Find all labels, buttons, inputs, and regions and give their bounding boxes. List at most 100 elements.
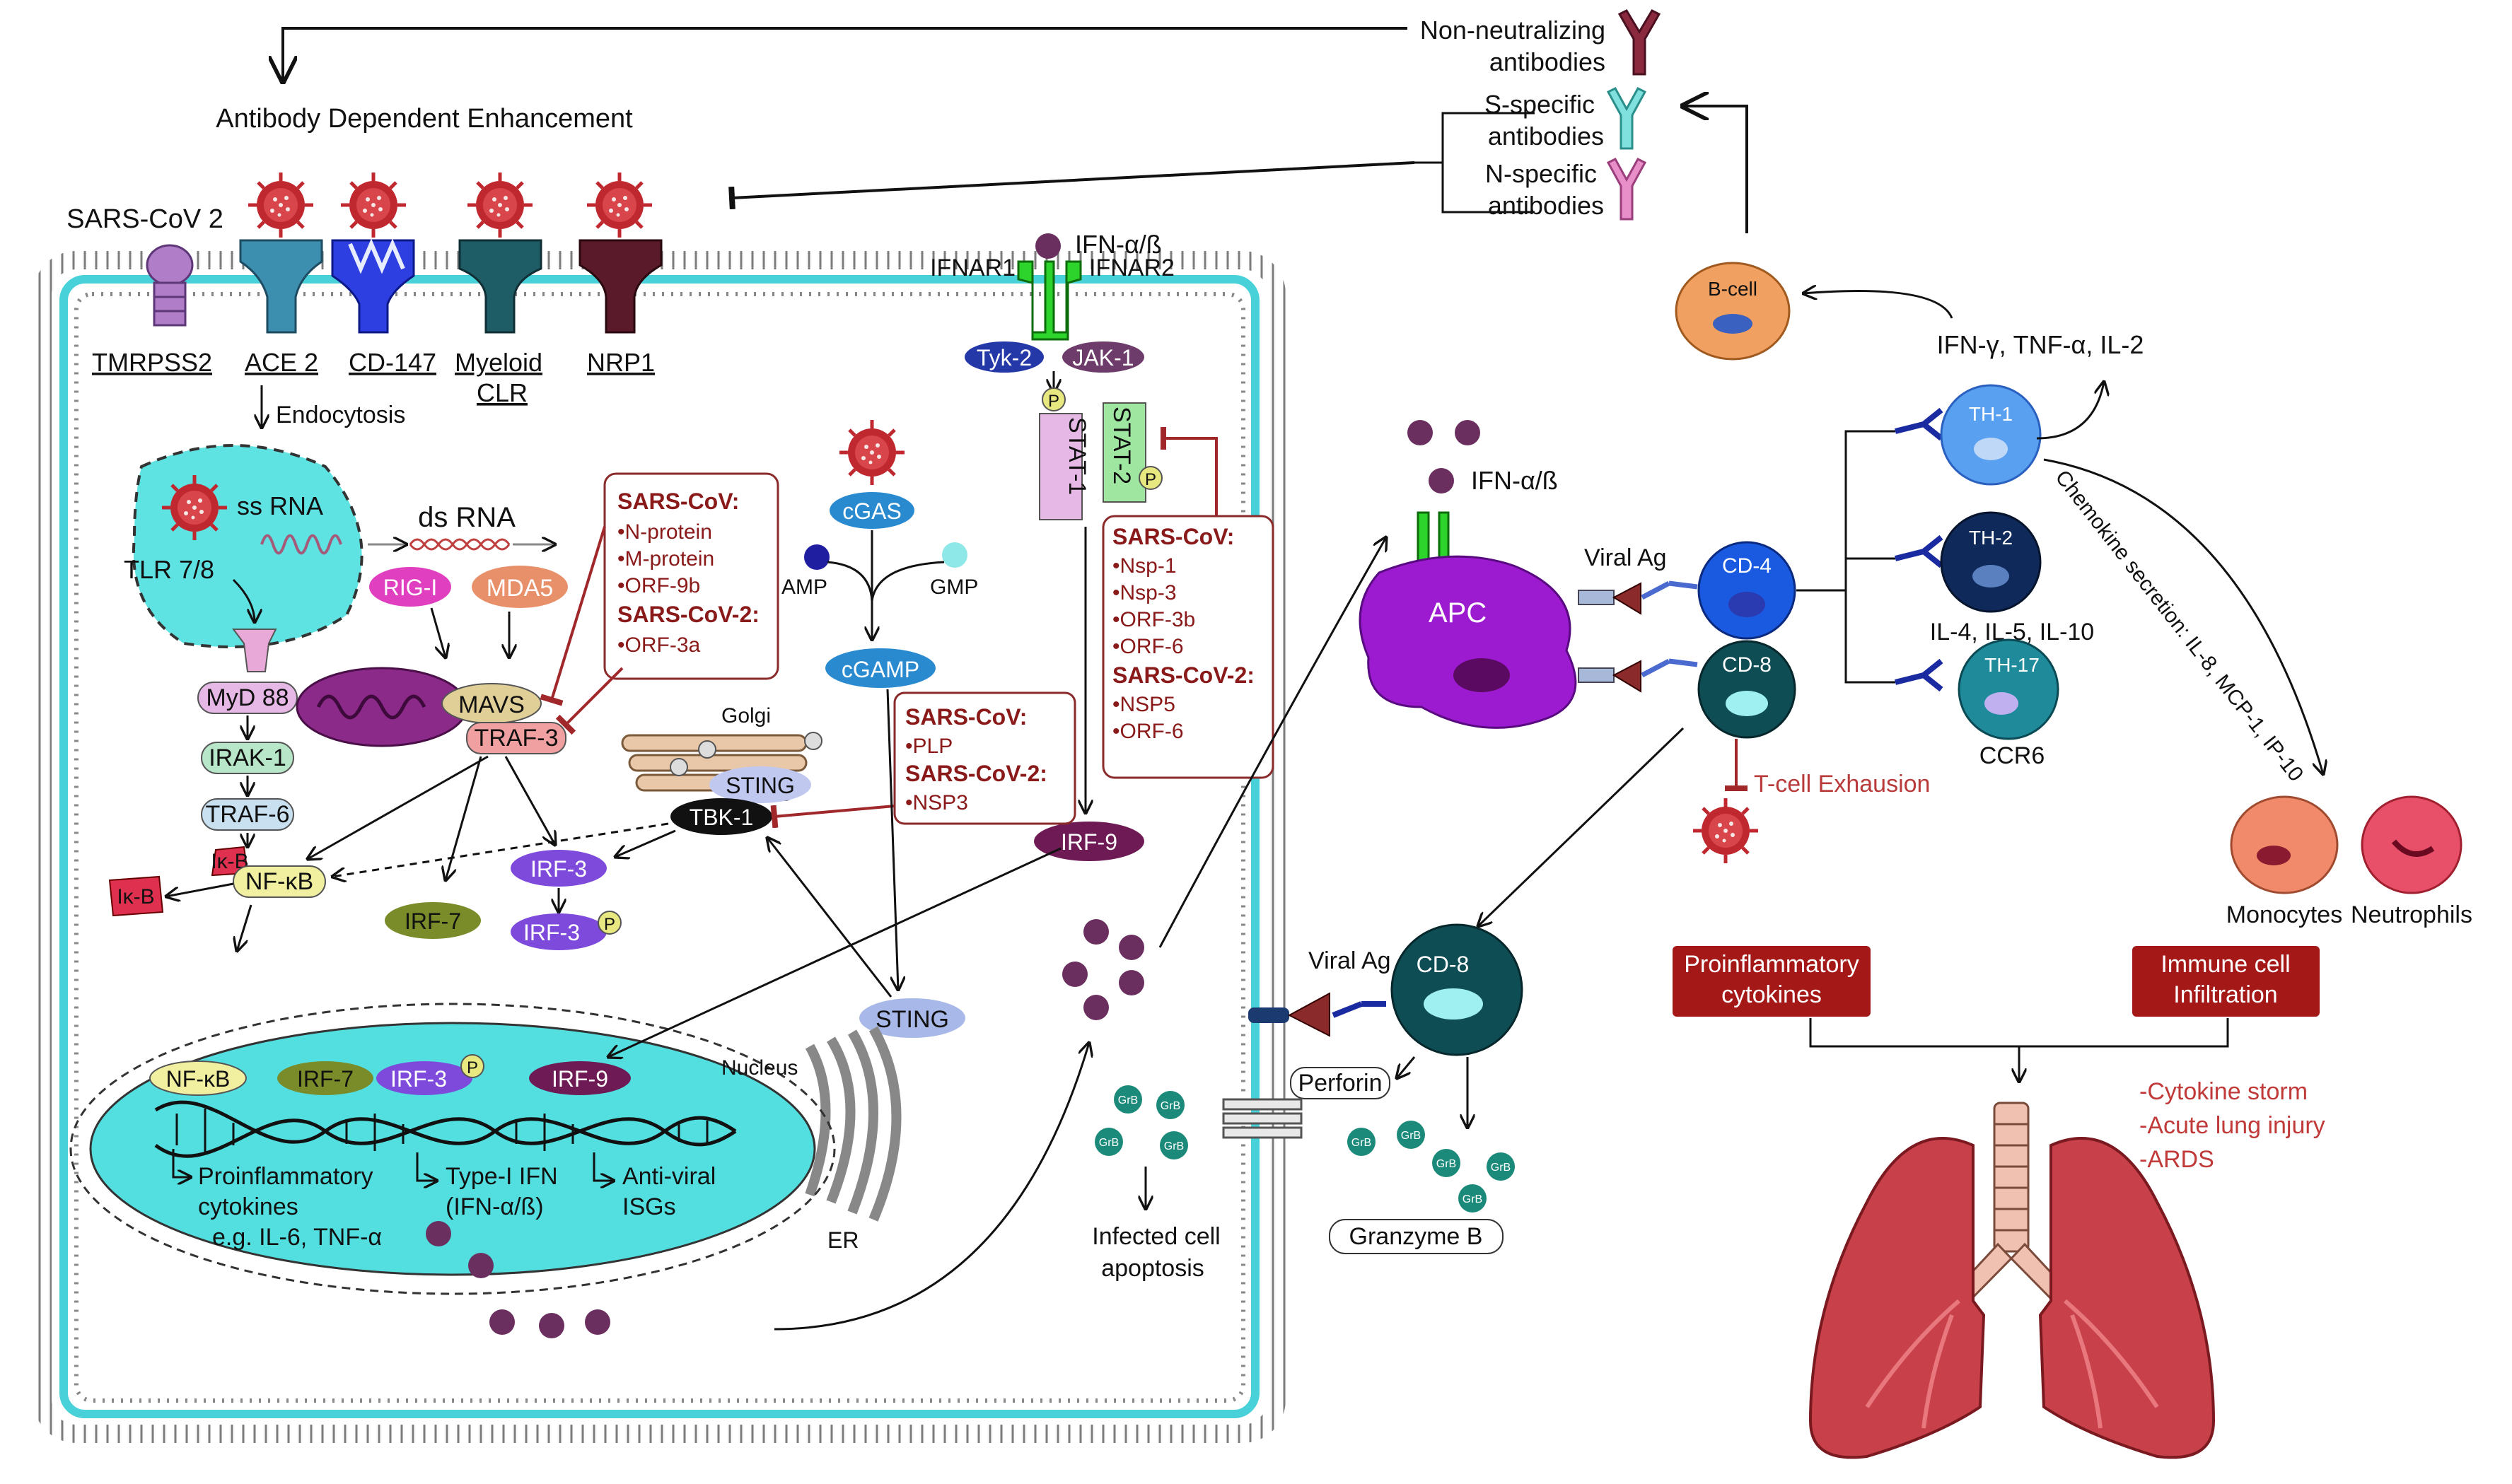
svg-text:SARS-CoV-2:: SARS-CoV-2: (1112, 662, 1255, 688)
svg-text:GrB: GrB (1161, 1100, 1180, 1112)
svg-text:Anti-viral: Anti-viral (622, 1163, 716, 1190)
svg-text:•NSP3: •NSP3 (905, 791, 968, 814)
th17-label: TH-17 (1984, 654, 2040, 676)
gmp-label: GMP (930, 576, 978, 599)
cgas-box (830, 492, 914, 529)
s-specific-label: S-specific (1484, 90, 1595, 119)
stat2-box (1103, 402, 1146, 503)
svg-text:GrB: GrB (1164, 1140, 1184, 1152)
nfkb-box (233, 865, 326, 898)
nfkb-label: NF-κB (245, 868, 313, 895)
er-label: ER (827, 1227, 859, 1253)
svg-text:SARS-CoV-2:: SARS-CoV-2: (905, 761, 1047, 786)
myeloid-label: Myeloid (455, 348, 542, 377)
svg-text:cytokines: cytokines (1721, 981, 1822, 1008)
myd88-box (197, 682, 298, 714)
apc-ifn-label: IFN-α/ß (1471, 466, 1558, 495)
jak1-label: JAK-1 (1072, 345, 1134, 370)
svg-text:Immune cell: Immune cell (2161, 951, 2290, 978)
tbk1-box (670, 798, 772, 835)
tcell-exhaustion-label: T-cell Exhausion (1754, 771, 1930, 797)
traf3-box (466, 722, 566, 754)
apoptosis-label: Infected cell (1092, 1223, 1220, 1250)
svg-text:ISGs: ISGs (622, 1193, 676, 1220)
svg-text:•ORF-3b: •ORF-3b (1112, 608, 1195, 631)
cgamp-box (825, 648, 936, 688)
cgamp-label: cGAMP (842, 657, 919, 682)
inhibitor-box-1: SARS-CoV: •N-protein •M-protein •ORF-9b … (540, 472, 779, 735)
nuc-nfkb-label: NF-κB (166, 1066, 231, 1092)
tyk2-label: Tyk-2 (977, 345, 1032, 370)
traf6-label: TRAF-6 (206, 801, 290, 828)
sting2-box (859, 998, 965, 1038)
receptors: SARS-CoV 2 TMRPSS2 ACE 2 CD-147 Myeloid … (66, 173, 663, 428)
virus-icon (1693, 798, 1758, 863)
svg-text:Infiltration: Infiltration (2173, 981, 2277, 1008)
tlr-label: TLR 7/8 (124, 555, 214, 584)
secreted-ifn (774, 537, 1386, 1331)
endosome: ss RNA TLR 7/8 (124, 444, 364, 672)
mda5-label: MDA5 (487, 575, 553, 602)
viral-ag-label: Viral Ag (1584, 544, 1667, 571)
myd88-label: MyD 88 (206, 684, 289, 711)
svg-text:GrB: GrB (1401, 1130, 1421, 1142)
cd4-label: CD-4 (1722, 554, 1772, 578)
stat2-label: STAT-2 (1108, 407, 1135, 484)
nuc-irf9-label: IRF-9 (552, 1066, 608, 1092)
neutrophil-cell (2361, 795, 2462, 894)
th2-label: TH-2 (1969, 527, 2013, 549)
myeloid-clr-receptor (458, 239, 542, 334)
inhibitor-box-2: SARS-CoV: •PLP SARS-CoV-2: •NSP3 (893, 691, 1076, 825)
ds-rna-label: ds RNA (418, 502, 516, 533)
s-specific-label-2: antibodies (1488, 122, 1604, 151)
outcome-section: Proinflammatory cytokines Immune cell In… (1673, 946, 2325, 1173)
ace2-label: ACE 2 (245, 348, 318, 377)
left-lung (1808, 1137, 1986, 1459)
svg-text:•ORF-3a: •ORF-3a (617, 633, 701, 657)
svg-text:GrB: GrB (1099, 1137, 1119, 1149)
irf9-box (1034, 822, 1144, 861)
rig-i-label: RIG-I (383, 575, 437, 600)
cgas-group: cGAS AMP GMP cGAMP (781, 420, 978, 990)
svg-text:Type-I IFN: Type-I IFN (446, 1163, 558, 1190)
irak1-box (201, 742, 294, 774)
svg-text:Proinflammatory: Proinflammatory (198, 1163, 373, 1190)
golgi-label: Golgi (721, 704, 771, 728)
ace2-receptor (239, 239, 323, 334)
apoptosis-label-2: apoptosis (1101, 1255, 1204, 1282)
sting-box (709, 766, 811, 803)
th1-label: TH-1 (1969, 403, 2013, 425)
svg-text:(IFN-α/ß): (IFN-α/ß) (446, 1193, 544, 1220)
th1-cell (1940, 384, 2042, 486)
th17-cell (1958, 638, 2059, 740)
svg-text:SARS-CoV-2:: SARS-CoV-2: (617, 602, 760, 627)
antibody-icon-pink (1606, 158, 1647, 221)
ade-label: Antibody Dependent Enhancement (216, 104, 633, 134)
ifn-receptor-group: IFN-α/ß IFNAR1 IFNAR2 Tyk-2 JAK-1 P STAT… (930, 230, 1218, 861)
non-neutralizing-label: Non-neutralizing (1420, 16, 1605, 45)
ifnar2-label: IFNAR2 (1089, 255, 1175, 281)
apc-group: IFN-α/ß APC Viral Ag CD-4 CD-8 T-cell Ex… (1359, 420, 1930, 926)
golgi-group: Golgi STING TBK-1 (332, 704, 895, 877)
irf9-label: IRF-9 (1061, 829, 1117, 855)
virus-icon (341, 173, 406, 238)
svg-text:•ORF-6: •ORF-6 (1112, 720, 1184, 743)
rig-pathway: ds RNA RIG-I MDA5 MAVS TRAF-3 IRF-7 IRF-… (296, 502, 622, 950)
svg-text:•ORF-6: •ORF-6 (1112, 635, 1184, 658)
virus-icon (587, 173, 652, 238)
svg-text:GrB: GrB (1118, 1094, 1138, 1106)
virus-icon (248, 173, 313, 238)
tmprss2-receptor (146, 244, 194, 327)
lungs-illustration (1808, 1102, 2216, 1459)
ifnar1-label: IFNAR1 (930, 255, 1016, 281)
svg-text:P: P (1145, 470, 1156, 489)
bcell (1675, 262, 1791, 361)
myeloid-label-2: CLR (477, 378, 528, 407)
svg-text:e.g. IL-6, TNF-α: e.g. IL-6, TNF-α (212, 1224, 382, 1251)
antibody-icon-red (1617, 9, 1661, 76)
irf7-label: IRF-7 (405, 908, 461, 934)
svg-text:P: P (467, 1058, 478, 1077)
traf3-label: TRAF-3 (475, 725, 559, 752)
svg-text:•Nsp-1: •Nsp-1 (1112, 554, 1177, 578)
